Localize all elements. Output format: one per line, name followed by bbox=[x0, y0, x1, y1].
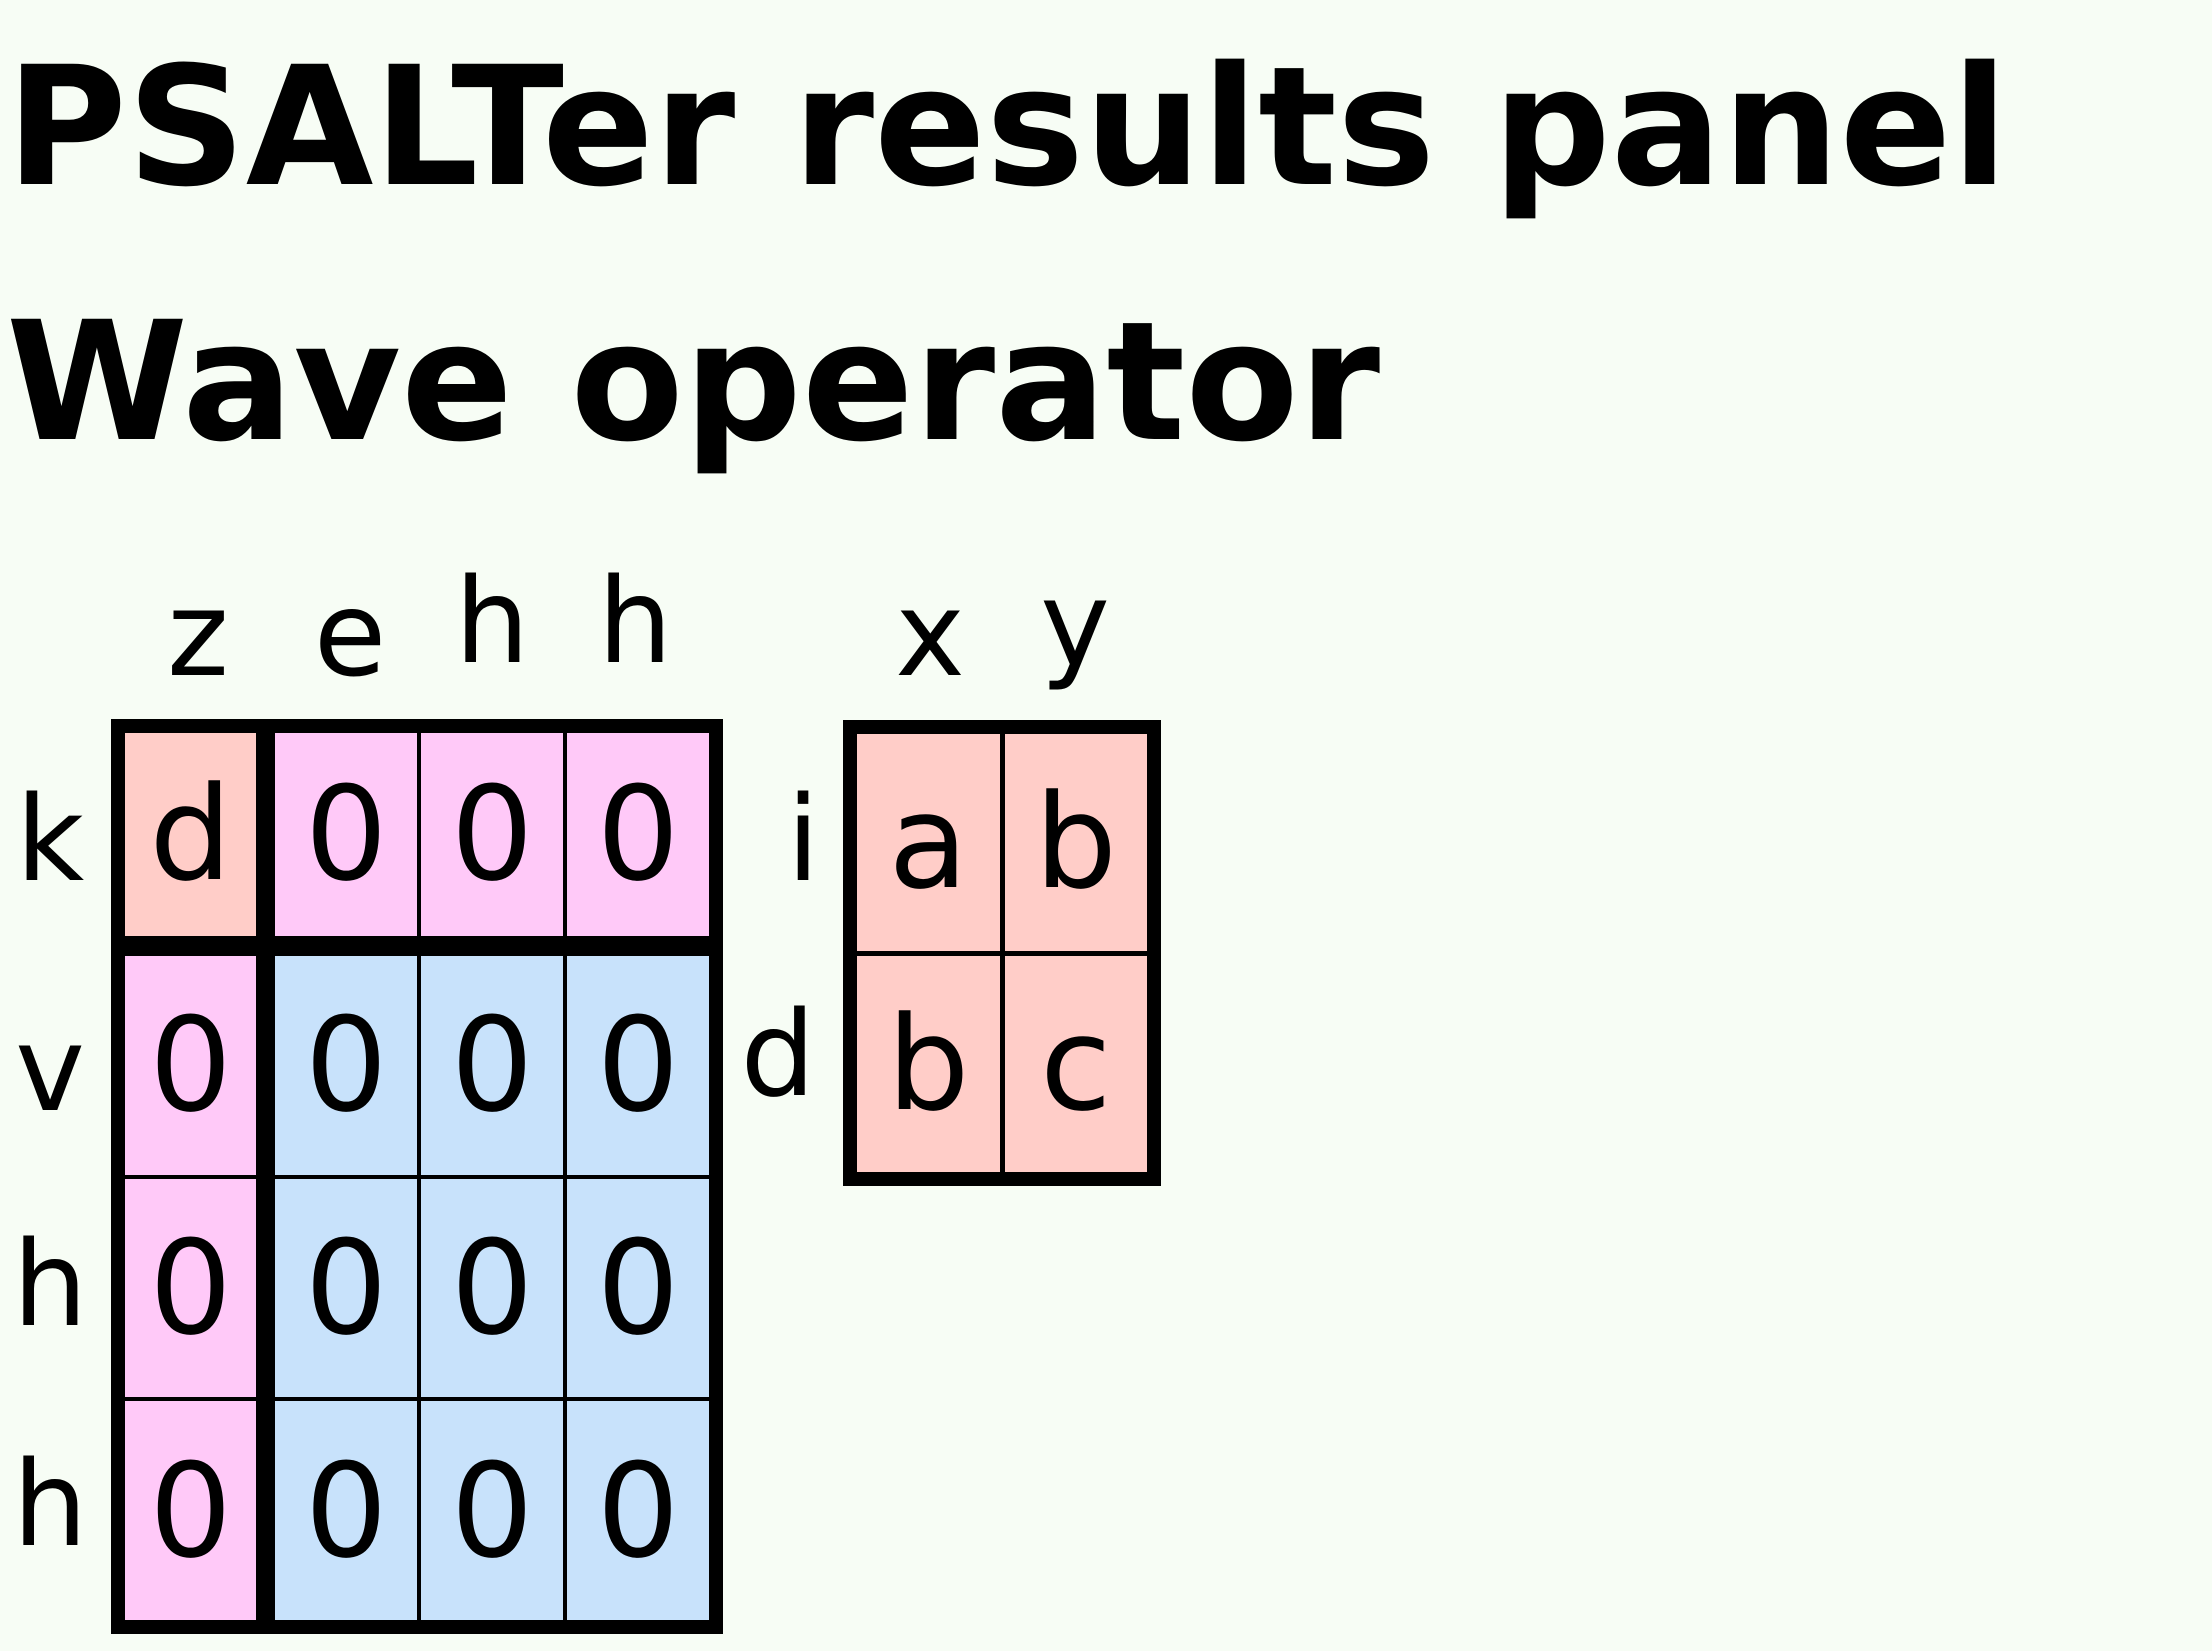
main-col-label: z bbox=[167, 565, 229, 703]
small-row-label: i bbox=[786, 770, 820, 908]
matrix-cell: 0 bbox=[125, 1178, 257, 1398]
matrix-cell: 0 bbox=[275, 1401, 418, 1620]
matrix-cell: 0 bbox=[421, 733, 564, 936]
matrix-cell: 0 bbox=[125, 1401, 257, 1620]
small-col-label: x bbox=[895, 565, 965, 703]
main-row-label: k bbox=[15, 770, 85, 908]
panel-title: PSALTer results panel bbox=[6, 31, 2009, 223]
matrix-cell: d bbox=[125, 733, 257, 936]
matrix-cell: 0 bbox=[421, 955, 564, 1175]
main-row-label: h bbox=[12, 1435, 88, 1573]
small-row-label: d bbox=[740, 985, 816, 1123]
matrix-cell: 0 bbox=[275, 733, 418, 936]
matrix-cell: b bbox=[1004, 734, 1147, 951]
matrix-cell: 0 bbox=[567, 1178, 709, 1398]
matrix-cell: 0 bbox=[125, 955, 257, 1175]
main-row-label: v bbox=[15, 1000, 85, 1138]
matrix-cell: 0 bbox=[567, 733, 709, 936]
matrix-cell: c bbox=[1004, 955, 1147, 1172]
matrix-cell: 0 bbox=[421, 1401, 564, 1620]
small-col-label: y bbox=[1040, 555, 1110, 693]
matrix-cell: 0 bbox=[567, 955, 709, 1175]
matrix-cell: 0 bbox=[567, 1401, 709, 1620]
matrix-cell: 0 bbox=[421, 1178, 564, 1398]
source-block-matrix: a b b c bbox=[843, 720, 1161, 1186]
operator-title: Wave operator bbox=[6, 286, 1381, 478]
matrix-cell: b bbox=[857, 955, 1000, 1172]
main-col-label: h bbox=[454, 552, 530, 690]
wave-operator-matrix: d 0 0 0 0 0 0 0 0 0 0 0 0 0 0 0 bbox=[111, 719, 723, 1634]
main-row-label: h bbox=[12, 1215, 88, 1353]
main-col-label: h bbox=[597, 552, 673, 690]
main-col-label: e bbox=[313, 565, 387, 703]
matrix-cell: 0 bbox=[275, 955, 418, 1175]
matrix-cell: a bbox=[857, 734, 1000, 951]
matrix-cell: 0 bbox=[275, 1178, 418, 1398]
